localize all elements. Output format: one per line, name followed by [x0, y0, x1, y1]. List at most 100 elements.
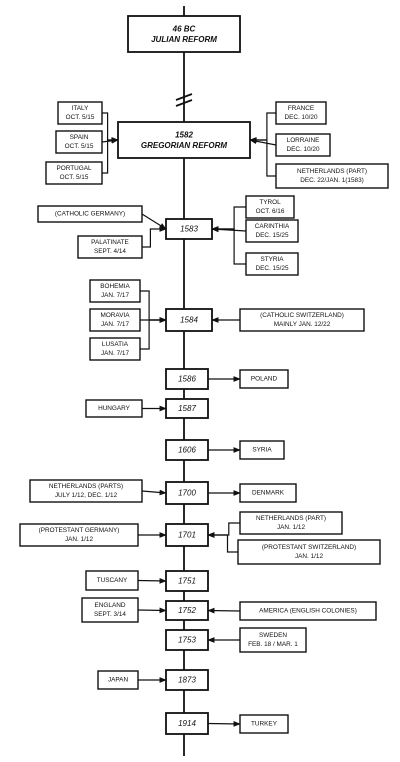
- node-label: OCT. 5/15: [65, 143, 94, 150]
- node-box: [239, 483, 297, 503]
- country-node-netherlands-parts-1700: NETHERLANDS (PARTS)JULY 1/12, DEC. 1/12: [29, 479, 143, 503]
- connector-england: [137, 607, 167, 614]
- node-label: DEC. 10/20: [284, 114, 317, 121]
- node-box: [19, 523, 139, 547]
- country-node-italy: ITALY OCT. 5/15: [57, 101, 103, 125]
- country-node-protestant-switzerland: (PROTESTANT SWITZERLAND) JAN. 1/12: [237, 539, 381, 565]
- node-label: JAPAN: [108, 677, 129, 684]
- node-box: [239, 714, 289, 734]
- node-label: (PROTESTANT GERMANY): [39, 527, 120, 534]
- node-box: [165, 398, 209, 419]
- node-label: BOHEMIA: [100, 283, 130, 290]
- connector-italy: [102, 112, 119, 143]
- timeline-node-y1584: 1584: [165, 308, 213, 332]
- node-label: 1701: [178, 531, 196, 540]
- node-box: [165, 368, 209, 390]
- country-node-poland: POLAND: [239, 369, 289, 389]
- connector-turkey: [207, 721, 241, 727]
- country-node-turkey: TURKEY: [239, 714, 289, 734]
- node-box: [81, 597, 139, 623]
- node-box: [239, 440, 285, 460]
- country-node-catholic-germany: (CATHOLIC GERMANY): [37, 205, 143, 223]
- node-label: 1873: [178, 676, 196, 685]
- node-label: 1752: [178, 606, 196, 615]
- node-box: [97, 670, 139, 690]
- node-label: LUSATIA: [102, 341, 129, 348]
- timeline-node-y1587: 1587: [165, 398, 209, 419]
- node-label: HUNGARY: [98, 405, 131, 412]
- node-box: [275, 163, 389, 189]
- country-node-france: FRANCE DEC. 10/20: [275, 101, 327, 125]
- node-box: [165, 308, 213, 332]
- timeline-node-y1583: 1583: [165, 218, 213, 240]
- connector-styria: [211, 226, 246, 265]
- node-box: [165, 481, 209, 505]
- timeline-node-y1701: 1701: [165, 523, 209, 547]
- connector-netherlands-part-1701: [207, 522, 240, 538]
- node-label: SWEDEN: [259, 632, 287, 639]
- node-label: 1914: [178, 719, 196, 728]
- node-box: [237, 539, 381, 565]
- node-box: [29, 479, 143, 503]
- node-label: 1753: [178, 636, 196, 645]
- node-box: [89, 279, 141, 303]
- timeline-node-y1752: 1752: [165, 600, 209, 621]
- timeline-node-y1914: 1914: [165, 712, 209, 735]
- connector-tuscany: [137, 578, 167, 584]
- node-label: JAN. 1/12: [65, 536, 94, 543]
- node-label: (PROTESTANT SWITZERLAND): [262, 544, 356, 551]
- node-box: [239, 627, 307, 653]
- node-label: OCT. 5/15: [60, 174, 89, 181]
- node-label: (CATHOLIC GERMANY): [55, 211, 125, 218]
- country-node-protestant-germany: (PROTESTANT GERMANY) JAN. 1/12: [19, 523, 139, 547]
- node-label: SEPT. 3/14: [94, 611, 126, 618]
- spine-break-mark: [175, 93, 193, 107]
- country-node-america: AMERICA (ENGLISH COLONIES): [239, 601, 377, 621]
- node-label: JAN. 1/12: [295, 553, 324, 560]
- node-box: [239, 601, 377, 621]
- country-node-denmark: DENMARK: [239, 483, 297, 503]
- node-label: MAINLY JAN. 12/22: [274, 321, 331, 328]
- node-box: [165, 439, 209, 461]
- node-label: SYRIA: [252, 447, 272, 454]
- node-label: OCT. 6/16: [256, 208, 285, 215]
- node-label: DEC. 15/25: [255, 232, 288, 239]
- country-node-syria: SYRIA: [239, 440, 285, 460]
- node-label: JULIAN REFORM: [151, 35, 217, 44]
- node-box: [245, 195, 295, 219]
- connector-protestant-switzerland: [207, 532, 238, 553]
- node-label: DEC. 22/JAN. 1(1583): [300, 177, 364, 184]
- node-label: TURKEY: [251, 721, 278, 728]
- node-label: 1584: [180, 316, 198, 325]
- timeline-node-y1606: 1606: [165, 439, 209, 461]
- node-box: [165, 600, 209, 621]
- node-label: JAN. 1/12: [277, 524, 306, 531]
- node-label: 46 BC: [172, 24, 196, 33]
- node-label: FRANCE: [288, 105, 314, 112]
- country-node-netherlands-part-1582: NETHERLANDS (PART) DEC. 22/JAN. 1(1583): [275, 163, 389, 189]
- connector-tyrol: [211, 206, 246, 232]
- node-label: OCT. 5/15: [66, 114, 95, 121]
- node-label: NETHERLANDS (PART): [297, 168, 367, 175]
- country-node-tuscany: TUSCANY: [85, 570, 139, 591]
- connector-lorraine: [249, 138, 277, 146]
- node-label: JAN. 7/17: [101, 350, 130, 357]
- node-box: [37, 205, 143, 223]
- node-box: [239, 369, 289, 389]
- connector-netherlands-part-1582: [249, 137, 276, 177]
- country-node-japan: JAPAN: [97, 670, 139, 690]
- node-box: [239, 308, 365, 332]
- country-node-netherlands-part-1701: NETHERLANDS (PART)JAN. 1/12: [239, 511, 343, 535]
- node-label: 1606: [178, 446, 196, 455]
- node-label: ITALY: [72, 105, 90, 112]
- timeline-node-y1586: 1586: [165, 368, 209, 390]
- node-box: [89, 308, 141, 332]
- node-box: [45, 161, 103, 185]
